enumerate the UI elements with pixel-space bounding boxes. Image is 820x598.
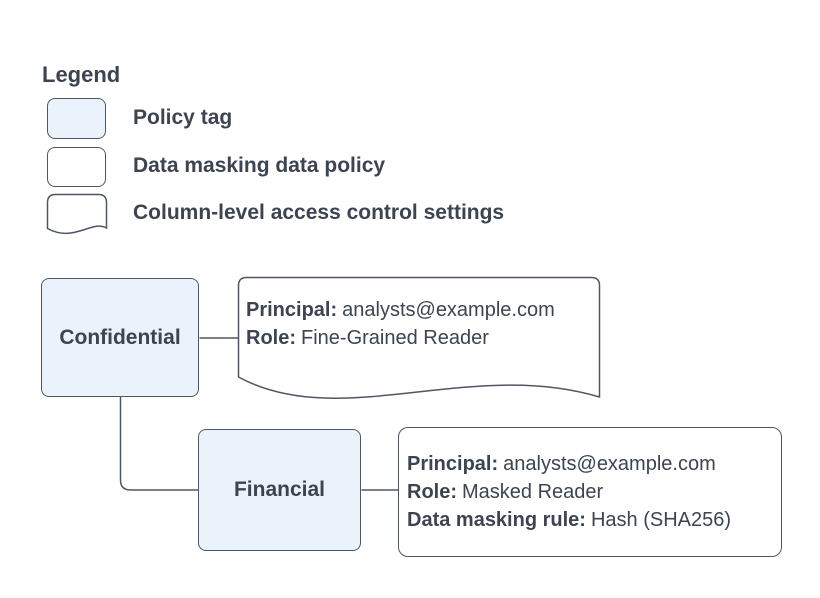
legend-item-data-masking-policy: Data masking data policy (133, 154, 386, 177)
legend-item-policy-tag: Policy tag (133, 106, 233, 129)
data-policy-principal-line: Principal:analysts@example.com (407, 453, 716, 475)
policy-tag-financial: Financial (198, 429, 361, 551)
data-policy-role-line: Role:Masked Reader (407, 481, 604, 503)
policy-tag-confidential-label: Confidential (59, 325, 181, 349)
legend-policy-tag-swatch (47, 98, 106, 139)
legend-title: Legend (42, 62, 121, 87)
data-masking-policy-box: Principal:analysts@example.com Role:Mask… (398, 427, 782, 557)
access-control-document-shape (237, 276, 601, 399)
connector-confidential-to-financial (119, 397, 198, 491)
data-policy-masking-rule-line: Data masking rule:Hash (SHA256) (407, 509, 732, 531)
policy-tag-financial-label: Financial (233, 478, 326, 501)
access-control-role-line: Role:Fine-Grained Reader (246, 327, 489, 349)
legend-data-policy-swatch (47, 147, 106, 187)
legend-item-column-level-access: Column-level access control settings (133, 201, 505, 224)
legend-document-swatch (46, 193, 108, 235)
access-control-principal-line: Principal:analysts@example.com (246, 299, 555, 321)
policy-tag-confidential: Confidential (41, 278, 199, 397)
access-control-settings-text: Principal:analysts@example.com Role:Fine… (246, 296, 555, 352)
